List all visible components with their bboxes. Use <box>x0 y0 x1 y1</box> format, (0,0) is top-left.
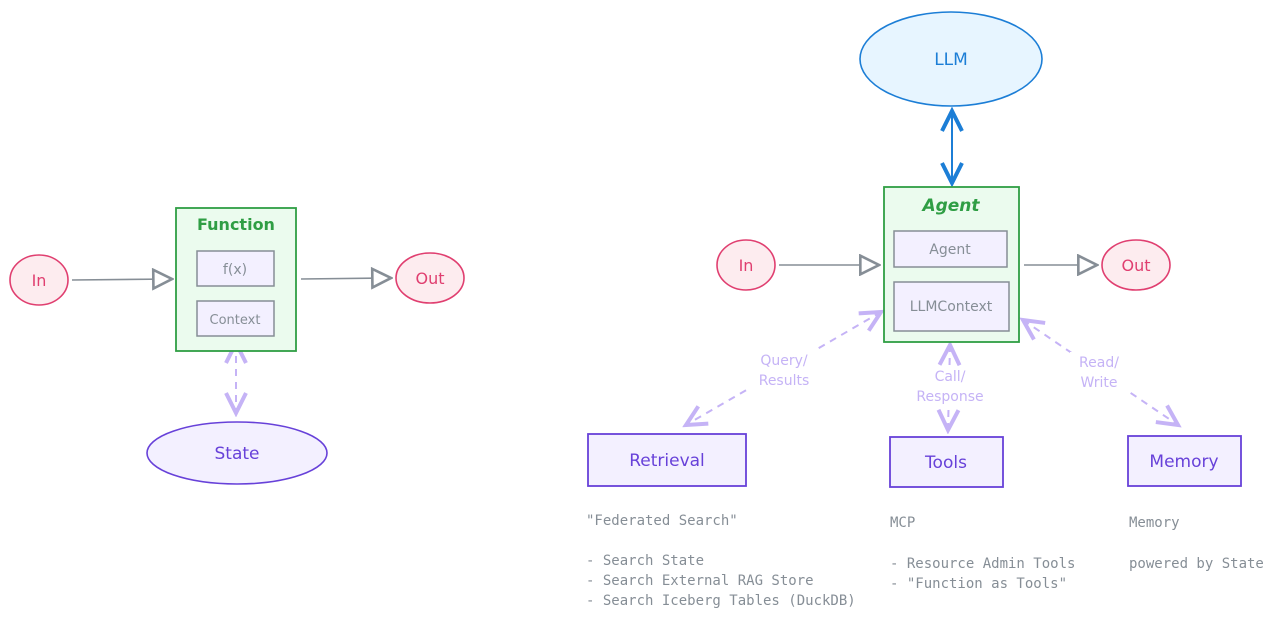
tools-note-0: MCP <box>890 515 915 531</box>
edge-function-to-out <box>300 278 391 279</box>
retrieval-note-3: - Search Iceberg Tables (DuckDB) <box>586 593 856 609</box>
in-node <box>9 254 69 306</box>
fx-label: f(x) <box>223 262 247 278</box>
context-box <box>196 300 275 337</box>
state-node-label: State <box>215 444 260 464</box>
agent-inner-label: Agent <box>929 242 971 258</box>
agent-out-node <box>1101 239 1171 291</box>
tools-notes: MCP - Resource Admin Tools - "Function a… <box>890 515 1075 592</box>
llm-node <box>859 11 1043 107</box>
llm-node-label: LLM <box>934 50 968 70</box>
tools-note-1: - Resource Admin Tools <box>890 556 1075 572</box>
in-node-label: In <box>32 271 47 290</box>
state-node <box>146 421 328 485</box>
edge-label-rw-2: Write <box>1081 375 1118 391</box>
edge-label-query-2: Results <box>759 373 810 389</box>
memory-label: Memory <box>1149 452 1218 472</box>
out-node-label: Out <box>415 269 444 288</box>
edge-label-call-1: Call/ <box>935 369 966 385</box>
edge-label-query-1: Query/ <box>760 353 808 369</box>
context-label: Context <box>210 313 261 328</box>
agent-inner-box <box>893 230 1008 268</box>
retrieval-box <box>587 433 747 487</box>
retrieval-note-0: "Federated Search" <box>586 513 738 529</box>
retrieval-label: Retrieval <box>629 451 705 471</box>
edge-label-call-2: Response <box>916 389 983 405</box>
agent-in-node-label: In <box>739 256 754 275</box>
tools-label: Tools <box>924 453 967 473</box>
fx-box <box>196 250 275 287</box>
retrieval-note-2: - Search External RAG Store <box>586 573 814 589</box>
agent-out-node-label: Out <box>1121 256 1150 275</box>
edge-agent-retrieval <box>686 312 881 425</box>
agent-title: Agent <box>920 196 980 216</box>
tools-note-2: - "Function as Tools" <box>890 576 1067 592</box>
llm-context-label: LLMContext <box>910 299 993 315</box>
edge-label-rw-1: Read/ <box>1079 355 1119 371</box>
function-title: Function <box>197 215 275 234</box>
retrieval-notes: "Federated Search" - Search State - Sear… <box>586 513 856 609</box>
edge-label-bg-rw <box>1070 352 1130 392</box>
memory-box <box>1127 435 1242 487</box>
out-node <box>395 252 465 304</box>
edge-in-to-function <box>71 279 172 280</box>
retrieval-note-1: - Search State <box>586 553 704 569</box>
tools-box <box>889 436 1004 488</box>
edge-label-bg-call <box>912 366 988 406</box>
llm-context-box <box>893 281 1010 332</box>
edge-label-bg-query <box>750 350 818 390</box>
memory-note-1: powered by State <box>1129 556 1264 572</box>
memory-notes: Memory powered by State <box>1129 515 1264 572</box>
agent-in-node <box>716 239 776 291</box>
memory-note-0: Memory <box>1129 515 1180 531</box>
